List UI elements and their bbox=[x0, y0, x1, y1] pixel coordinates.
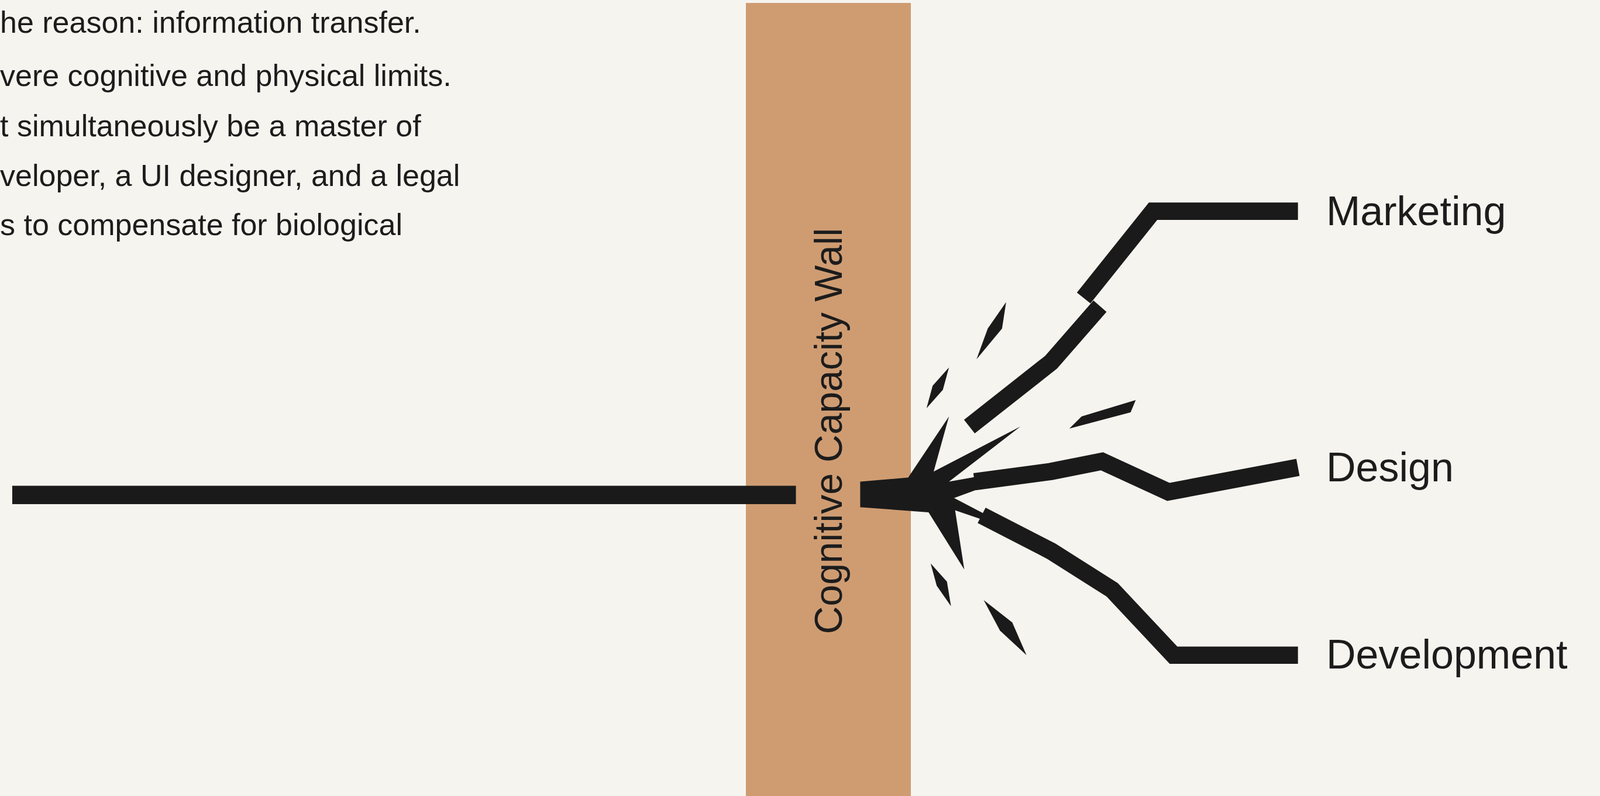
design-branch bbox=[974, 461, 1299, 492]
body-text: t simultaneously be a master of bbox=[0, 108, 422, 144]
body-text: s to compensate for biological bbox=[0, 207, 403, 243]
body-text: veloper, a UI designer, and a legal bbox=[0, 157, 460, 194]
shard bbox=[926, 367, 949, 409]
body-text: he reason: information transfer. bbox=[0, 4, 422, 40]
marketing-branch bbox=[969, 305, 1100, 427]
wall-label: Cognitive Capacity Wall bbox=[806, 228, 851, 635]
shard bbox=[983, 600, 1027, 656]
development-branch bbox=[981, 515, 1299, 656]
marketing-branch bbox=[1083, 211, 1298, 298]
body-text: vere cognitive and physical limits. bbox=[0, 57, 452, 94]
wall-band: Cognitive Capacity Wall bbox=[745, 2, 911, 796]
incoming-line bbox=[12, 486, 797, 505]
branch-label: Design bbox=[1326, 444, 1454, 491]
branch-label: Marketing bbox=[1326, 187, 1506, 235]
shard bbox=[976, 301, 1007, 360]
branch-label: Development bbox=[1326, 631, 1568, 679]
shard bbox=[930, 563, 952, 607]
shard bbox=[1069, 400, 1136, 429]
